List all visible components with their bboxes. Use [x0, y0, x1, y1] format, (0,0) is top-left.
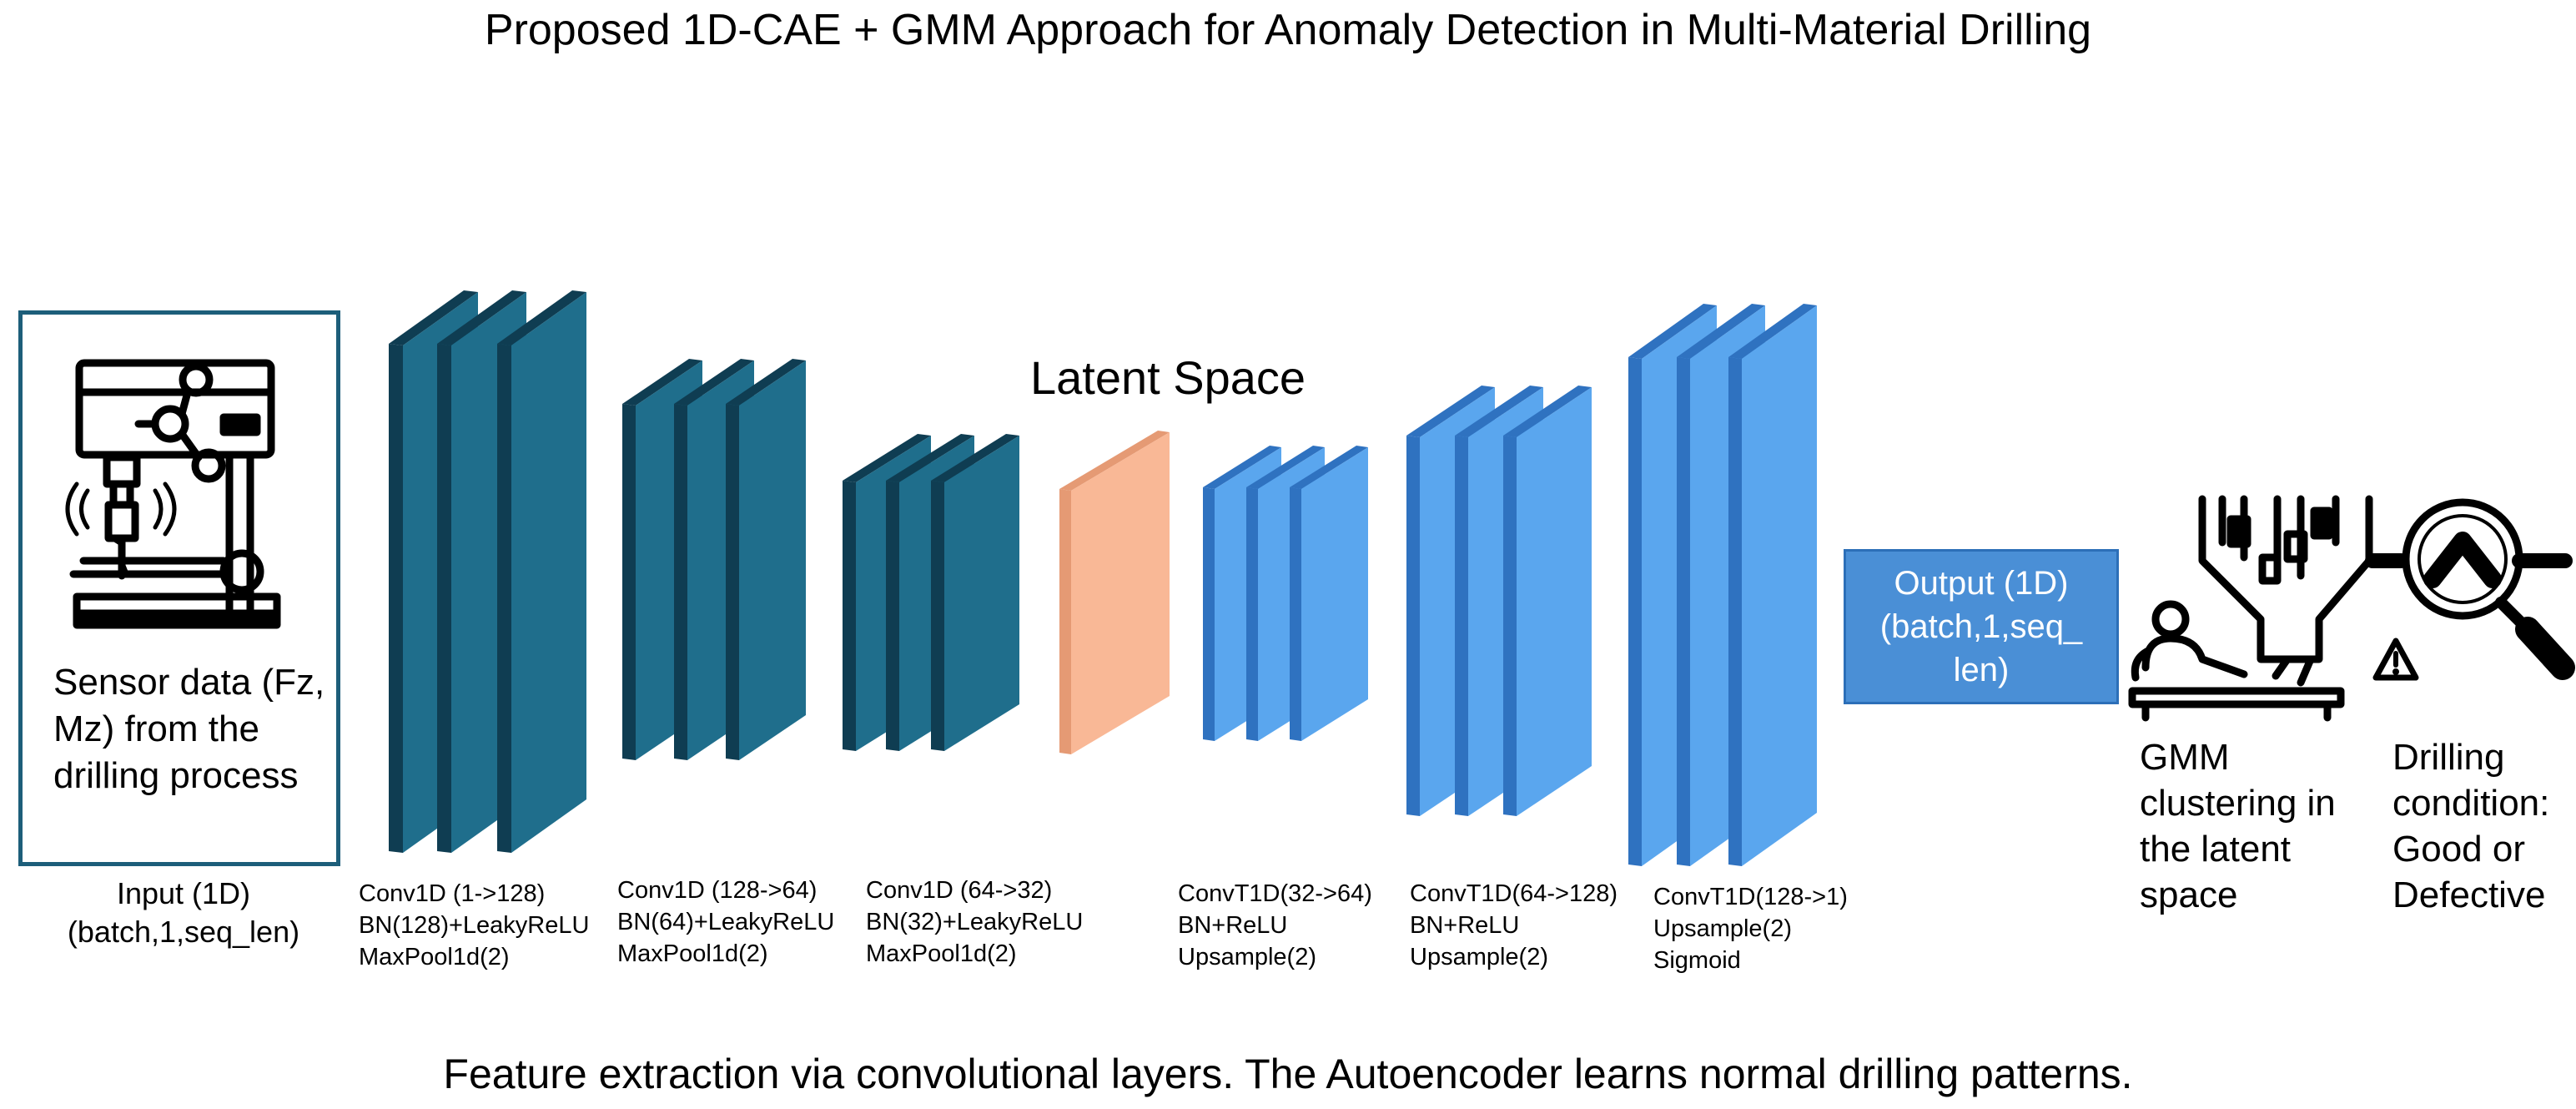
layer-label-line: Sigmoid — [1653, 947, 1741, 974]
layer-label-line: Conv1D (1->128) — [359, 880, 546, 907]
gmm-description: GMM clustering in the latent space — [2140, 737, 2336, 915]
layer-label-line: BN+ReLU — [1410, 912, 1520, 939]
layer-label-line: Upsample(2) — [1653, 915, 1792, 942]
feature-map-slab — [497, 290, 586, 853]
output-line3: len) — [1953, 652, 2010, 688]
layer-label-3: Conv1D (64->32) BN(32)+LeakyReLU MaxPool… — [866, 875, 1083, 970]
encoder-block-2 — [622, 359, 806, 760]
input-label-line1: Input (1D) — [116, 876, 251, 910]
input-description: Sensor data (Fz, Mz) from the drilling p… — [53, 662, 325, 796]
layer-label-line: Conv1D (64->32) — [866, 877, 1053, 904]
layer-label-line: Upsample(2) — [1178, 944, 1316, 970]
layer-label-line: MaxPool1d(2) — [359, 944, 510, 970]
encoder-block-1 — [389, 290, 586, 853]
feature-map-slab — [1503, 386, 1592, 816]
feature-map-slab — [1290, 446, 1368, 741]
decoder-block-1 — [1203, 446, 1368, 741]
inspection-warning-icon — [2365, 498, 2575, 681]
layer-label-4: ConvT1D(32->64) BN+ReLU Upsample(2) — [1178, 878, 1372, 973]
feature-map-slab — [931, 434, 1019, 751]
condition-description: Drilling condition: Good or Defective — [2392, 737, 2550, 915]
layer-label-2: Conv1D (128->64) BN(64)+LeakyReLU MaxPoo… — [617, 875, 834, 970]
input-label-line2: (batch,1,seq_len) — [67, 915, 300, 949]
feature-map-slab — [1728, 304, 1817, 866]
gmm-clustering-icon — [2128, 495, 2373, 722]
input-label: Input (1D) (batch,1,seq_len) — [18, 875, 349, 951]
layer-label-line: Conv1D (128->64) — [617, 877, 818, 904]
output-line1: Output (1D) — [1894, 565, 2069, 602]
layer-label-line: MaxPool1d(2) — [866, 940, 1017, 967]
diagram-title: Proposed 1D-CAE + GMM Approach for Anoma… — [484, 6, 2092, 54]
encoder-block-3 — [843, 434, 1019, 751]
layer-label-5: ConvT1D(64->128) BN+ReLU Upsample(2) — [1410, 878, 1618, 973]
layer-label-line: BN(64)+LeakyReLU — [617, 909, 835, 935]
layer-label-line: Upsample(2) — [1410, 944, 1548, 970]
layer-label-line: ConvT1D(32->64) — [1178, 880, 1372, 907]
layer-label-line: MaxPool1d(2) — [617, 940, 768, 967]
latent-space-title: Latent Space — [1029, 351, 1306, 404]
output-box: Output (1D) (batch,1,seq_ len) — [1844, 549, 2119, 704]
feature-map-slab — [726, 359, 806, 760]
layer-label-line: BN+ReLU — [1178, 912, 1288, 939]
latent-space-slab — [1059, 431, 1170, 754]
layer-label-line: ConvT1D(64->128) — [1410, 880, 1618, 907]
layer-label-6: ConvT1D(128->1) Upsample(2) Sigmoid — [1653, 881, 1848, 976]
layer-label-1: Conv1D (1->128) BN(128)+LeakyReLU MaxPoo… — [359, 878, 589, 973]
layer-label-line: ConvT1D(128->1) — [1653, 884, 1848, 910]
diagram-caption: Feature extraction via convolutional lay… — [443, 1051, 2133, 1097]
drill-press-icon — [65, 359, 281, 629]
input-box — [18, 310, 340, 866]
output-line2: (batch,1,seq_ — [1879, 608, 2083, 645]
decoder-block-3 — [1628, 304, 1817, 866]
decoder-block-2 — [1406, 386, 1592, 816]
layer-label-line: BN(32)+LeakyReLU — [866, 909, 1084, 935]
layer-label-line: BN(128)+LeakyReLU — [359, 912, 590, 939]
